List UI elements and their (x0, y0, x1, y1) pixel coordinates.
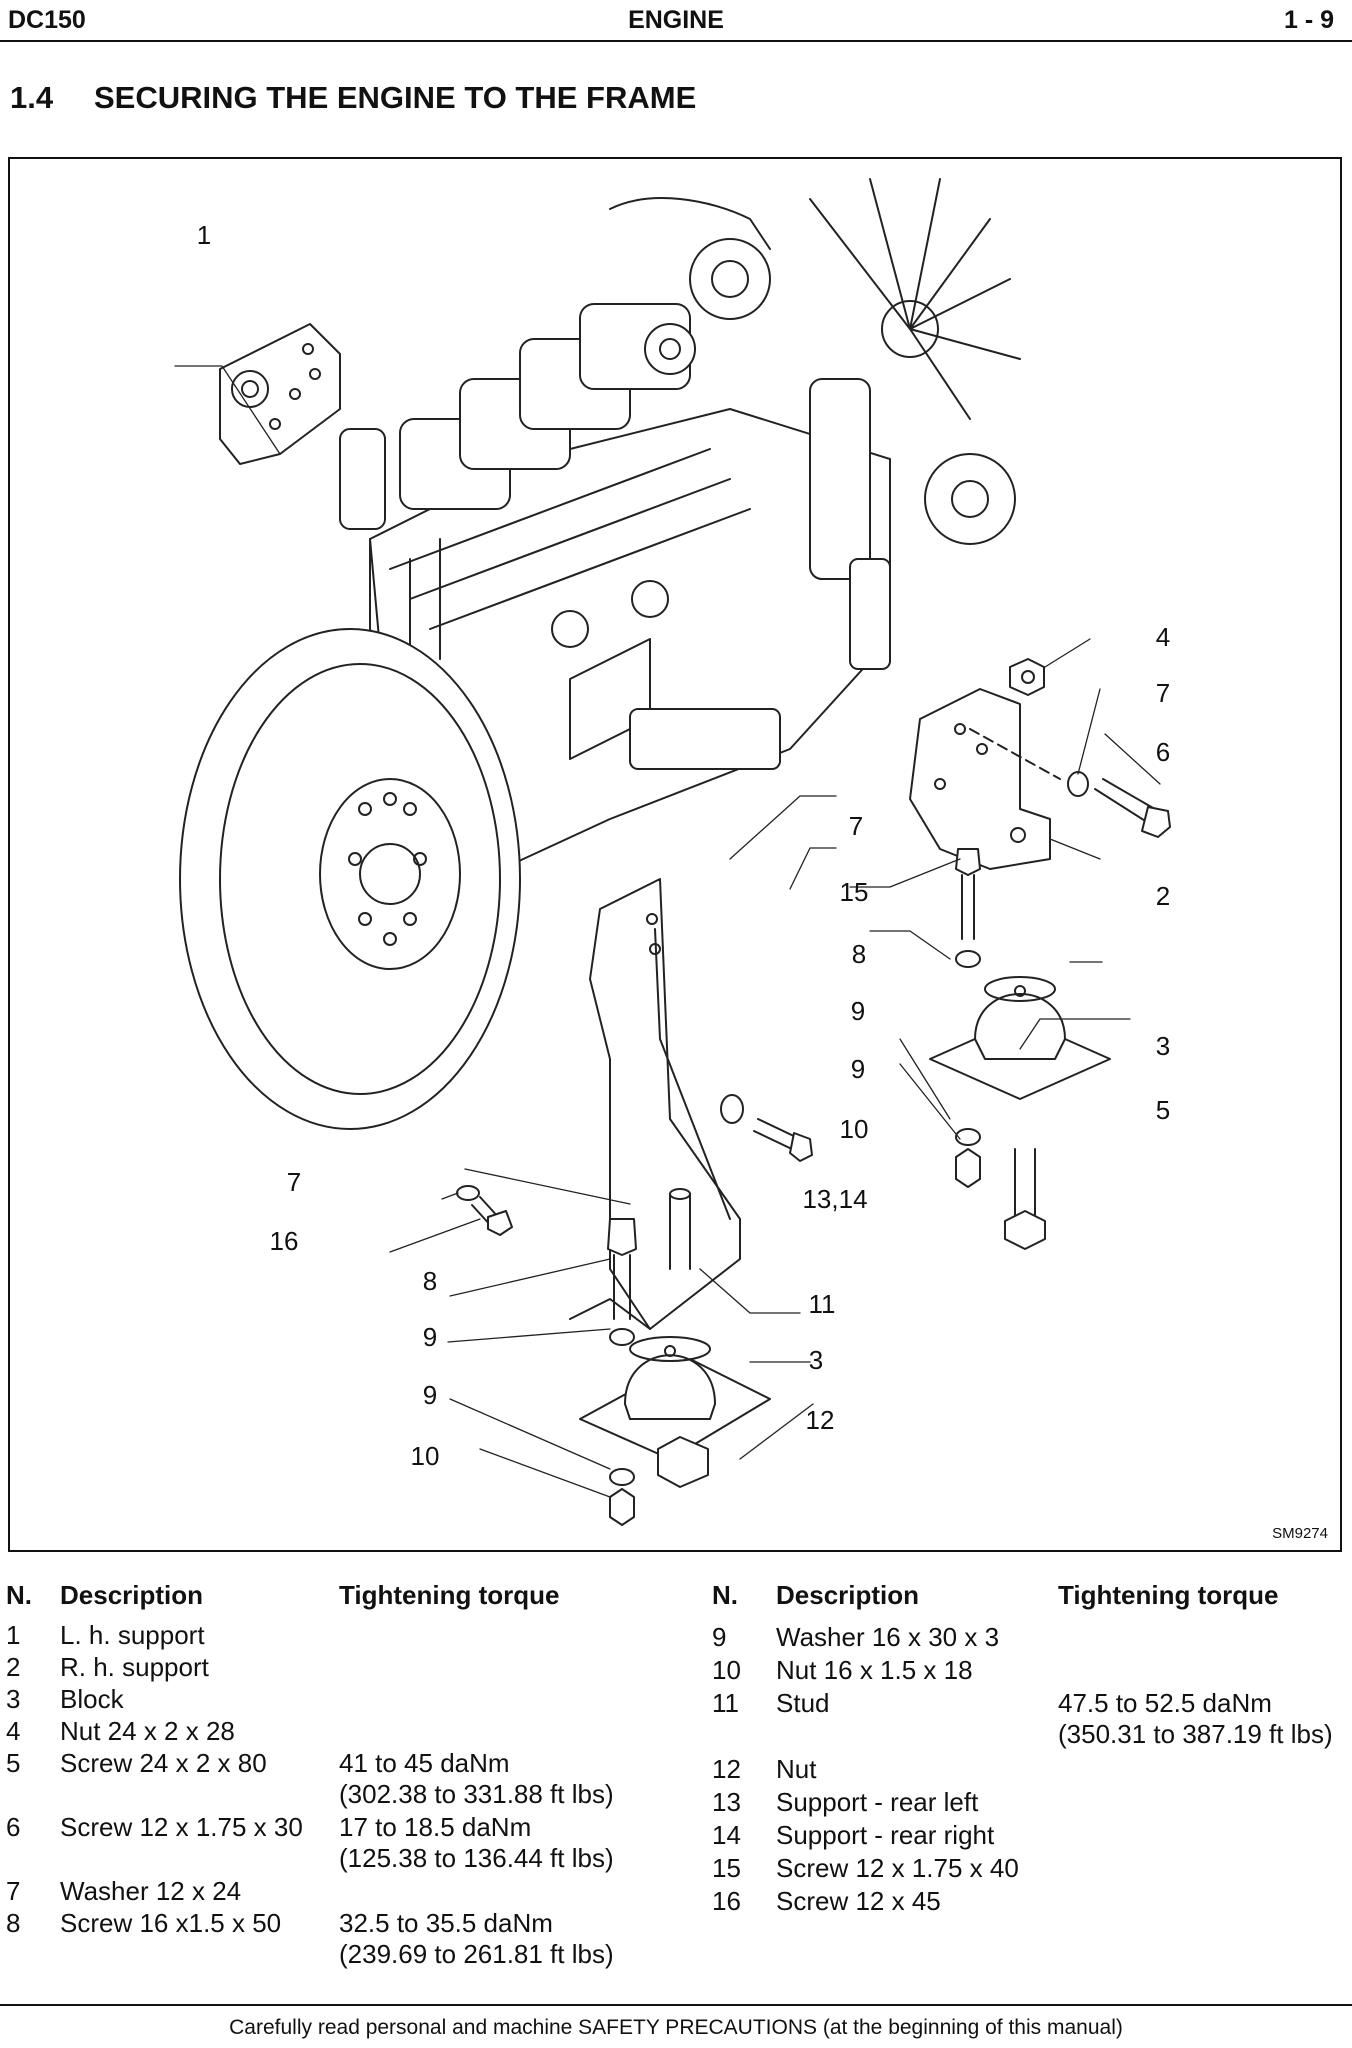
torque-value-imperial: (350.31 to 387.19 ft lbs) (1058, 1719, 1333, 1749)
section-title: SECURING THE ENGINE TO THE FRAME (94, 80, 697, 115)
part-description: R. h. support (60, 1652, 209, 1682)
callout-label: 10 (410, 1441, 440, 1471)
callout-label: 7 (1155, 678, 1171, 708)
part-number: 9 (712, 1622, 727, 1652)
part-number: 3 (6, 1684, 21, 1714)
flywheel-housing-illustration (179, 628, 521, 1130)
part-number: 7 (6, 1876, 21, 1906)
part-description: Stud (776, 1688, 830, 1718)
torque-value-imperial: (125.38 to 136.44 ft lbs) (339, 1843, 614, 1873)
section-label: ENGINE (628, 6, 724, 34)
callout-label: 9 (850, 1054, 866, 1084)
part-number: 12 (712, 1754, 741, 1784)
callout-label: 7 (286, 1167, 302, 1197)
page-title: 1.4 SECURING THE ENGINE TO THE FRAME (10, 80, 696, 116)
callout-label: 3 (808, 1345, 824, 1375)
part-number: 10 (712, 1655, 741, 1685)
callout-label: 8 (851, 939, 867, 969)
callout-label: 13,14 (802, 1184, 868, 1214)
column-header-number: N. (6, 1580, 32, 1610)
leader-lines (174, 365, 1161, 1498)
callout-label: 9 (422, 1322, 438, 1352)
section-number: 1.4 (10, 80, 54, 115)
part-number: 1 (6, 1620, 21, 1650)
column-header-number: N. (712, 1580, 738, 1610)
callout-label: 10 (839, 1114, 869, 1144)
callout-label: 4 (1155, 622, 1171, 652)
exploded-view-figure: 1 4 7 6 2 7 15 8 9 3 9 5 10 13,14 7 16 8… (8, 157, 1342, 1552)
callout-label: 5 (1155, 1095, 1171, 1125)
part-number: 11 (712, 1688, 739, 1718)
column-header-torque: Tightening torque (1058, 1580, 1279, 1610)
part-number: 15 (712, 1853, 741, 1883)
part-description: Nut 16 x 1.5 x 18 (776, 1655, 973, 1685)
fan-illustration (809, 178, 1021, 420)
torque-value: 41 to 45 daNm (339, 1748, 510, 1778)
part-number: 14 (712, 1820, 741, 1850)
part-description: Washer 16 x 30 x 3 (776, 1622, 1000, 1652)
callout-label: 7 (848, 811, 864, 841)
part-number: 4 (6, 1716, 21, 1746)
part-description: Washer 12 x 24 (60, 1876, 242, 1906)
part-description: Screw 24 x 2 x 80 (60, 1748, 267, 1778)
figure-reference: SM9274 (1272, 1525, 1328, 1542)
rear-right-block-illustration (929, 848, 1111, 1250)
callout-label: 6 (1155, 737, 1171, 767)
model-label: DC150 (8, 6, 86, 34)
torque-value: 17 to 18.5 daNm (339, 1812, 532, 1842)
column-header-description: Description (776, 1580, 920, 1610)
part-description: Support - rear left (776, 1787, 979, 1817)
callout-label: 16 (269, 1226, 299, 1256)
part-description: Screw 12 x 1.75 x 30 (60, 1812, 303, 1842)
part-number: 5 (6, 1748, 21, 1778)
footer-rule (0, 2004, 1352, 2006)
part-description: Screw 12 x 1.75 x 40 (776, 1853, 1019, 1883)
part-number: 16 (712, 1886, 741, 1916)
callout-label: 2 (1155, 881, 1171, 911)
part-description: Nut (776, 1754, 817, 1784)
callout-label: 1 (196, 220, 212, 250)
part-number: 8 (6, 1908, 21, 1938)
torque-value: 47.5 to 52.5 daNm (1058, 1688, 1272, 1718)
column-header-description: Description (60, 1580, 204, 1610)
part-description: Support - rear right (776, 1820, 995, 1850)
torque-value-imperial: (302.38 to 331.88 ft lbs) (339, 1779, 614, 1809)
page-footer: Carefully read personal and machine SAFE… (229, 2016, 1123, 2039)
part-number: 13 (712, 1787, 741, 1817)
engine-mount-drawing (174, 178, 1171, 1526)
torque-value: 32.5 to 35.5 daNm (339, 1908, 553, 1938)
rh-support-illustration (909, 658, 1171, 870)
rear-support-illustration (569, 878, 813, 1330)
part-number: 6 (6, 1812, 21, 1842)
page-number: 1 - 9 (1283, 6, 1334, 34)
part-description: Screw 12 x 45 (776, 1886, 941, 1916)
callout-label: 9 (850, 996, 866, 1026)
torque-value-imperial: (239.69 to 261.81 ft lbs) (339, 1939, 614, 1969)
part-number: 2 (6, 1652, 21, 1682)
callout-label: 3 (1155, 1031, 1171, 1061)
part-description: Block (60, 1684, 124, 1714)
callout-label: 12 (805, 1405, 835, 1435)
lh-support-illustration (219, 323, 341, 465)
page-header: DC150 ENGINE 1 - 9 (0, 0, 1352, 44)
callout-label: 11 (808, 1289, 836, 1319)
column-header-torque: Tightening torque (339, 1580, 560, 1610)
part-description: Screw 16 x1.5 x 50 (60, 1908, 282, 1938)
callout-label: 8 (422, 1266, 438, 1296)
callout-label: 15 (839, 877, 869, 907)
header-rule (0, 40, 1352, 42)
part-description: Nut 24 x 2 x 28 (60, 1716, 235, 1746)
rear-left-block-illustration (456, 1185, 771, 1526)
part-description: L. h. support (60, 1620, 205, 1650)
callout-label: 9 (422, 1380, 438, 1410)
